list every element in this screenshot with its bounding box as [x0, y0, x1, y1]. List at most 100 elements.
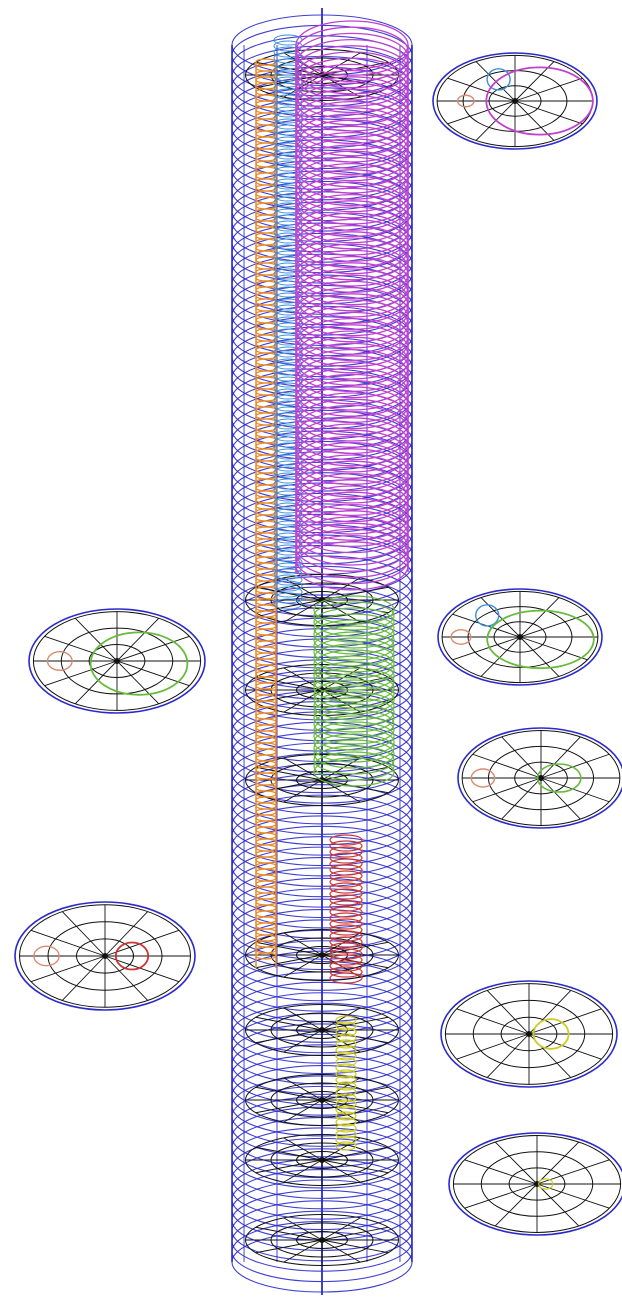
grid-spoke — [255, 941, 323, 956]
yellow-section-outline — [538, 1178, 554, 1190]
yellow-coil-ring — [335, 1093, 357, 1103]
orange-conduit-ring — [255, 502, 277, 510]
orange-conduit-ring — [255, 916, 277, 924]
yellow-coil-ring — [335, 1129, 357, 1139]
magenta-coil-ring — [295, 181, 409, 231]
column-ring — [231, 815, 413, 877]
green-coil-ring — [313, 655, 395, 685]
grid-spoke — [74, 660, 118, 705]
grid-spoke — [536, 1141, 580, 1185]
grid-spoke — [540, 777, 610, 803]
red-coil-ring — [329, 864, 363, 876]
salmon-section-outline — [46, 650, 73, 672]
blue-conduit-ring — [273, 562, 303, 574]
magenta-coil-ring — [295, 113, 409, 163]
orange-conduit-ring — [255, 214, 277, 222]
grid-spoke — [321, 1159, 361, 1183]
blue-conduit-ring — [273, 364, 303, 376]
grid-spoke — [283, 1029, 323, 1053]
blue-conduit-ring — [273, 370, 303, 382]
inner-grid — [245, 1214, 399, 1266]
green-coil-ring — [313, 745, 395, 775]
grid-spoke — [255, 1016, 323, 1031]
grid-spoke — [255, 676, 323, 691]
grid-spoke — [321, 1239, 389, 1254]
salmon-section-outline — [33, 945, 60, 967]
orange-conduit-ring — [255, 880, 277, 888]
blue-conduit-ring — [273, 52, 303, 64]
orange-conduit-ring — [255, 760, 277, 768]
grid-spoke — [255, 586, 323, 601]
grid-spoke — [61, 911, 106, 957]
cross-section-7 — [448, 1132, 622, 1236]
blue-conduit-ring — [273, 526, 303, 538]
magenta-coil-ring — [295, 336, 409, 386]
grid-spoke — [464, 1159, 538, 1185]
grid-spoke — [283, 779, 323, 803]
grid-spoke — [116, 635, 190, 662]
yellow-coil-ring — [335, 1027, 357, 1037]
blue-conduit-ring — [273, 148, 303, 160]
blue-conduit-ring — [273, 586, 303, 598]
orange-conduit-ring — [255, 334, 277, 342]
green-coil-ring — [313, 727, 395, 757]
green-coil-ring — [313, 751, 395, 781]
orange-conduit-ring — [255, 892, 277, 900]
grid-spoke — [283, 1099, 323, 1123]
grid-spoke — [283, 932, 323, 956]
cross-section-5 — [14, 901, 196, 1011]
blue-conduit-ring — [273, 58, 303, 70]
blue-conduit-ring — [273, 262, 303, 274]
magenta-coil-ring — [295, 280, 409, 331]
section-grid — [441, 590, 599, 684]
column-ring — [231, 867, 413, 929]
column-ring — [231, 565, 413, 627]
grid-spoke — [283, 1077, 323, 1101]
yellow-coil-ring — [335, 1105, 357, 1115]
cross-section-6 — [440, 980, 618, 1088]
blue-conduit-ring — [273, 424, 303, 436]
blue-conduit-ring — [273, 550, 303, 562]
yellow-coil-ring — [335, 1117, 357, 1127]
blue-conduit-ring — [273, 574, 303, 586]
blue-conduit-ring — [273, 334, 303, 346]
grid-spoke — [528, 1033, 602, 1060]
red-coil-ring — [329, 882, 363, 894]
yellow-coil-ring — [335, 1087, 357, 1097]
green-coil-ring — [313, 697, 395, 727]
grid-spoke — [255, 766, 323, 781]
blue-conduit-ring — [273, 70, 303, 82]
orange-conduit-ring — [255, 100, 277, 108]
grid-spoke — [472, 753, 542, 779]
column-ring — [231, 295, 413, 357]
blue-conduit-ring — [273, 448, 303, 460]
grid-center — [538, 775, 544, 781]
green-coil-ring — [313, 679, 395, 709]
red-coil-ring — [329, 834, 363, 846]
magenta-coil-ring — [295, 212, 409, 262]
orange-conduit-ring — [255, 580, 277, 588]
grid-spoke — [321, 1007, 361, 1031]
green-section-outline — [89, 631, 189, 696]
grid-spoke — [464, 1183, 538, 1209]
grid-spoke — [321, 1146, 389, 1161]
grid-spoke — [452, 636, 521, 661]
blue-conduit-ring — [273, 82, 303, 94]
grid-spoke — [255, 1029, 323, 1044]
grid-spoke — [447, 77, 516, 102]
orange-conduit-ring — [255, 448, 277, 456]
yellow-coil-ring — [335, 1123, 357, 1133]
grid-spoke — [255, 1239, 323, 1254]
grid-spoke — [480, 636, 521, 677]
red-coil-ring — [329, 954, 363, 966]
grid-spoke — [321, 1239, 361, 1263]
grid-spoke — [116, 660, 160, 705]
blue-conduit-ring — [273, 238, 303, 250]
inner-grid — [245, 1134, 399, 1186]
grid-spoke — [321, 1159, 389, 1174]
orange-conduit-ring — [255, 532, 277, 540]
column-ring — [231, 1210, 413, 1272]
red-coil-ring — [329, 924, 363, 936]
column-ring — [231, 232, 413, 294]
blue-conduit-ring — [273, 328, 303, 340]
